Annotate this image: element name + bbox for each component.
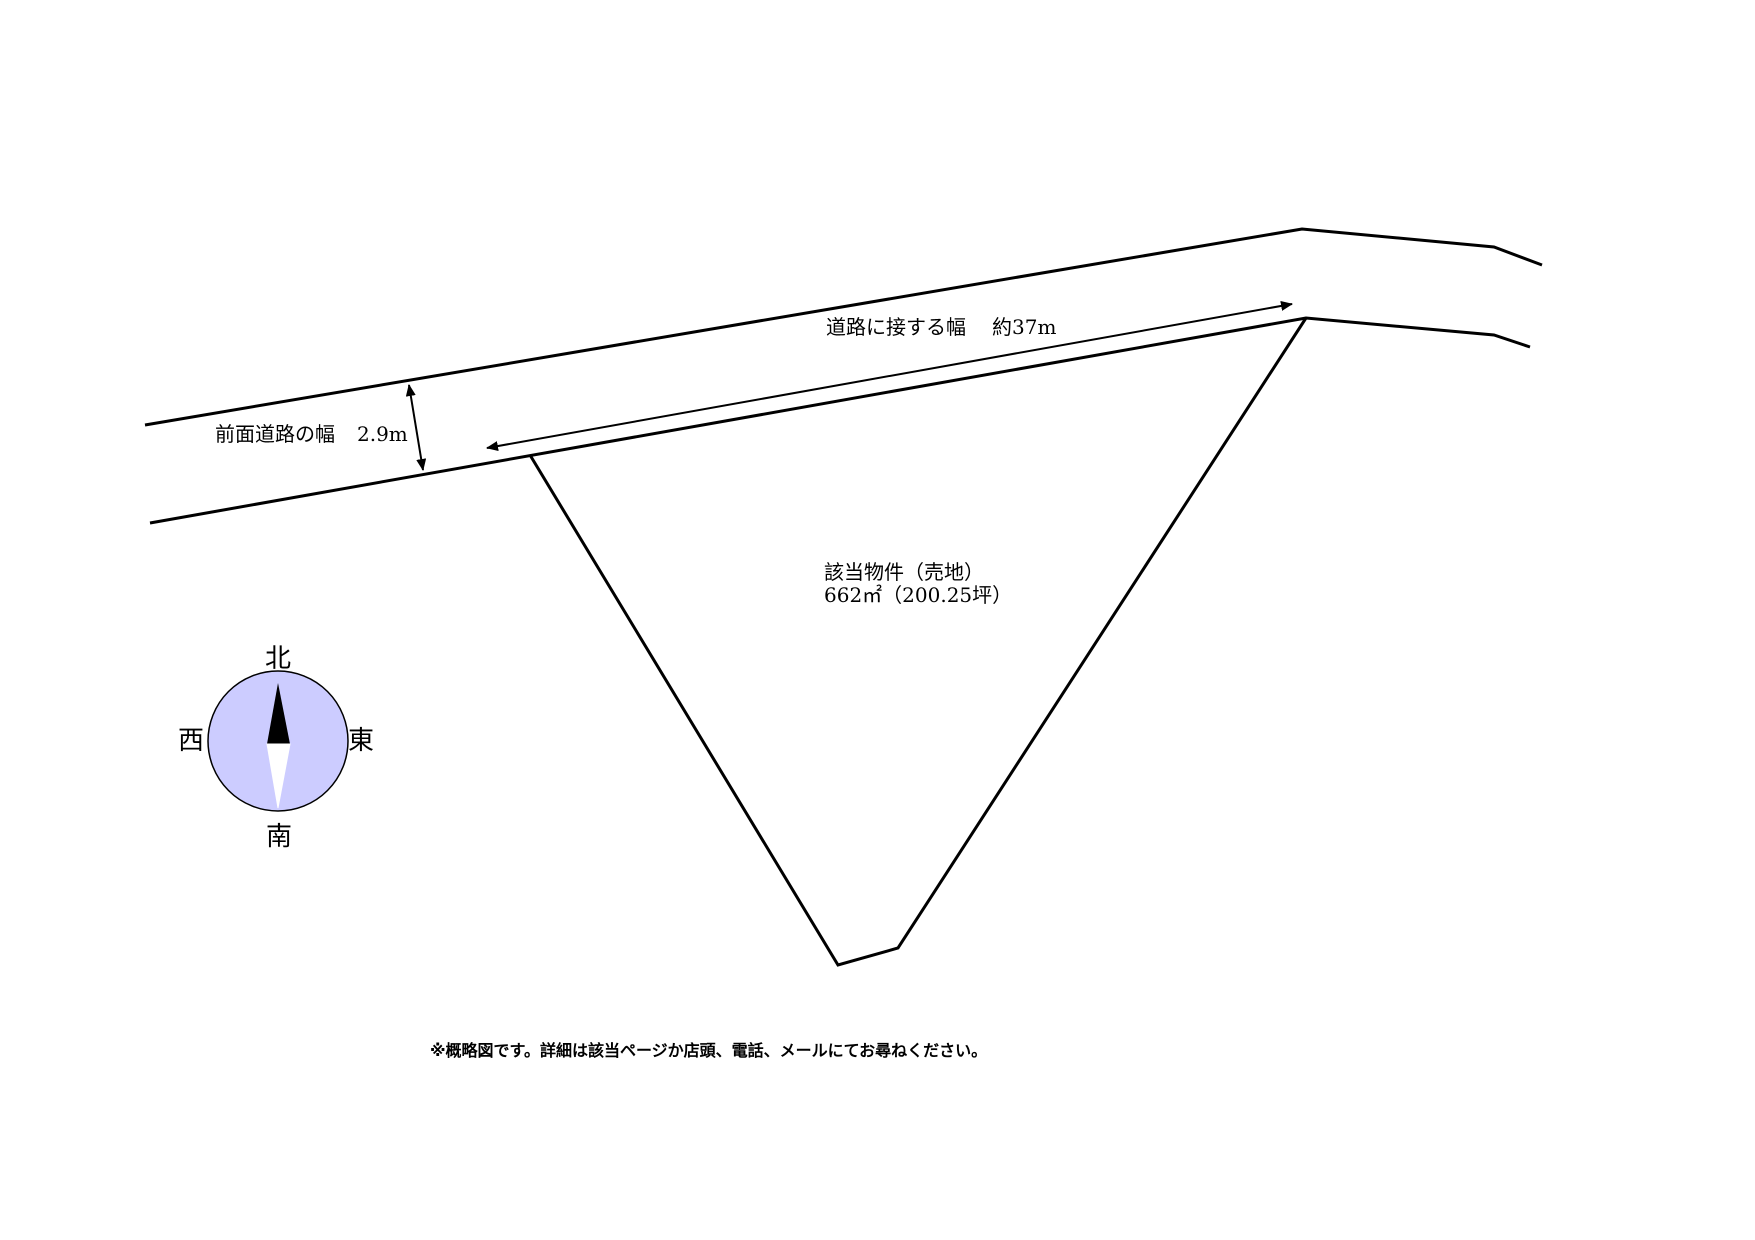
compass-north-needle [267, 683, 290, 744]
compass-west-label: 西 [178, 726, 204, 756]
property-area: 662㎡（200.25坪） [824, 583, 1012, 607]
frontage-value: 約37m [992, 315, 1056, 339]
compass-north-label: 北 [265, 644, 291, 674]
compass-south-label: 南 [266, 822, 292, 852]
compass-east-label: 東 [348, 726, 374, 756]
frontage-label: 道路に接する幅 [826, 315, 966, 339]
property-boundary [528, 317, 1308, 967]
compass-south-needle [266, 743, 291, 809]
road-lower-edge [149, 316, 1531, 525]
property-label: 該当物件（売地） [824, 560, 984, 584]
compass: 北 南 西 東 [178, 644, 374, 852]
road-width-label: 前面道路の幅 [215, 422, 335, 446]
road-width-value: 2.9m [357, 422, 408, 446]
footnote: ※概略図です。詳細は該当ページか店頭、電話、メールにてお尋ねください。 [430, 1041, 987, 1060]
frontage-arrow [486, 301, 1293, 451]
road-width-arrow [405, 384, 427, 471]
